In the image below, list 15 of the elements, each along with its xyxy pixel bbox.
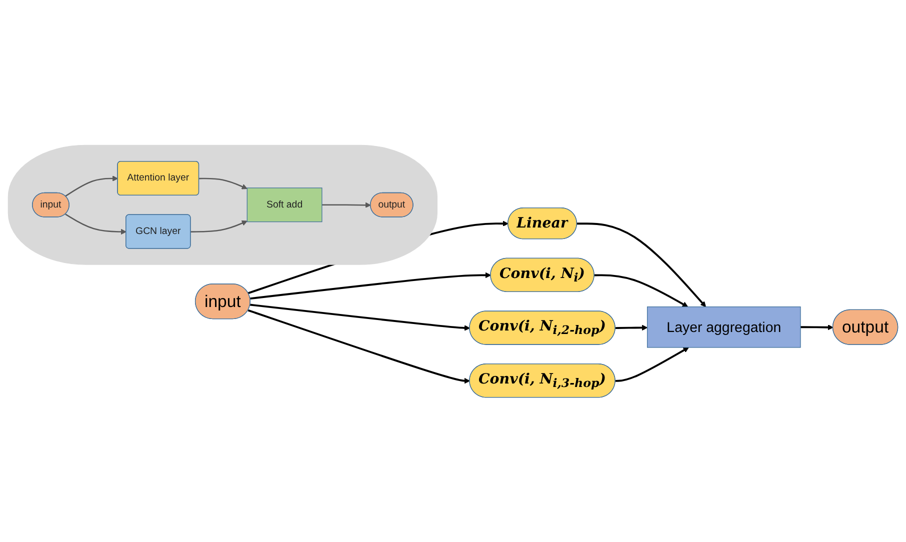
arrow xyxy=(800,324,834,330)
arrow xyxy=(65,213,126,234)
arrow xyxy=(250,272,492,300)
arrow xyxy=(322,202,371,208)
arrow xyxy=(615,346,689,382)
arrow xyxy=(190,220,248,232)
node-box: Soft add xyxy=(246,187,322,222)
arrow xyxy=(615,324,648,330)
arrow xyxy=(65,175,118,196)
arrow xyxy=(250,304,470,331)
arrow xyxy=(248,309,470,384)
arrow xyxy=(576,222,706,307)
node-box: Layer aggregation xyxy=(647,306,801,348)
arrow xyxy=(199,178,248,190)
arrow xyxy=(594,274,688,307)
